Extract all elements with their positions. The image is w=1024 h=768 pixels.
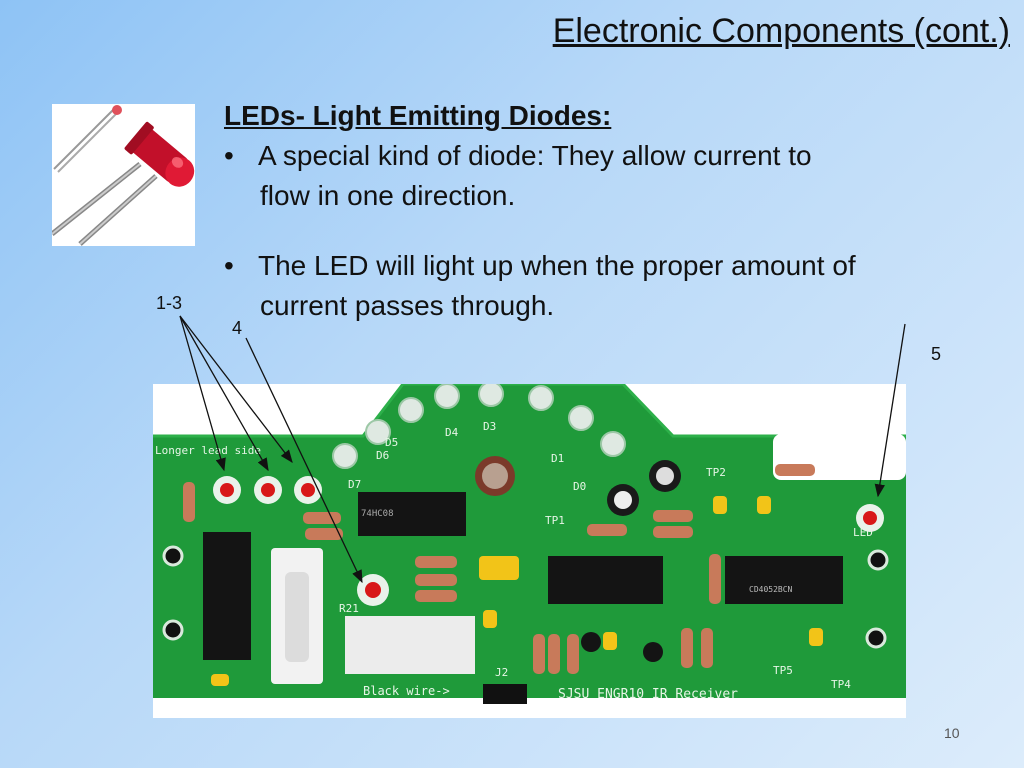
label-4: 4 xyxy=(232,318,243,338)
arrow-led-1 xyxy=(179,315,226,472)
pcb-label-tp1: TP1 xyxy=(545,514,565,527)
pcb-label-d1: D1 xyxy=(551,452,564,465)
arrow-led-3 xyxy=(179,315,293,464)
pcb-label-d0: D0 xyxy=(573,480,586,493)
bullet-1-line-2: flow in one direction. xyxy=(260,180,516,211)
bullet-2: • The LED will light up when the proper … xyxy=(224,246,964,326)
content-text: LEDs- Light Emitting Diodes: • A special… xyxy=(224,96,964,326)
label-5: 5 xyxy=(931,344,942,364)
pcb-label-d4: D4 xyxy=(445,426,459,439)
bullet-dot: • xyxy=(224,140,234,171)
pcb-label-d5: D5 xyxy=(385,436,398,449)
ic-a-marking: 74HC08 xyxy=(361,509,394,519)
label-1-3: 1-3 xyxy=(156,293,183,313)
led-photo xyxy=(50,104,195,246)
arrow-led-5 xyxy=(874,323,906,498)
pcb-label-r21: R21 xyxy=(339,602,359,615)
pcb-label-d3: D3 xyxy=(483,420,496,433)
pcb-label-black-wire: Black wire-> xyxy=(363,684,450,698)
ic-b-marking: CD4052BCN xyxy=(749,585,793,594)
pcb-label-tp2: TP2 xyxy=(706,466,726,479)
bullet-2-line-1: The LED will light up when the proper am… xyxy=(258,250,856,281)
pcb-label-d6: D6 xyxy=(376,449,389,462)
bullet-1: • A special kind of diode: They allow cu… xyxy=(224,136,964,216)
bullet-dot: • xyxy=(224,250,234,281)
slide-title: Electronic Components (cont.) xyxy=(552,12,1010,50)
pcb-label-tp5: TP5 xyxy=(773,664,793,677)
pcb-label-tp4: TP4 xyxy=(831,678,851,691)
pcb-label-d7: D7 xyxy=(348,478,361,491)
pcb-label-longer-lead: Longer lead side xyxy=(155,444,261,457)
arrow-led-2 xyxy=(179,315,269,472)
bullet-1-line-1: A special kind of diode: They allow curr… xyxy=(258,140,812,171)
leds-heading: LEDs- Light Emitting Diodes: xyxy=(224,100,612,131)
pcb-photo: D6 D5 D4 D3 D1 D7 D0 Longer lead side TP… xyxy=(153,381,906,718)
bullet-2-line-2: current passes through. xyxy=(260,290,555,321)
arrow-led-4 xyxy=(245,337,363,584)
page-number: 10 xyxy=(944,725,960,741)
pcb-label-j2: J2 xyxy=(495,666,508,679)
pcb-label-footer: SJSU ENGR10 IR Receiver xyxy=(558,687,738,702)
